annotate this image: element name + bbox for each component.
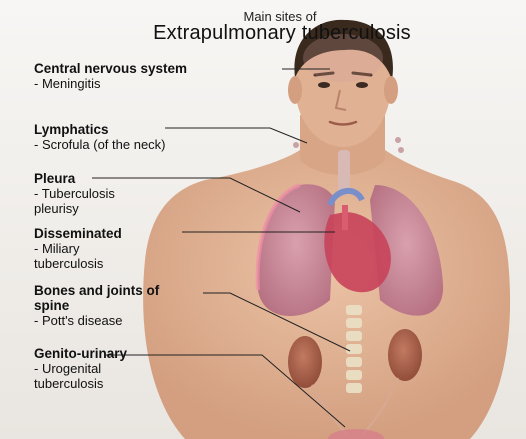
site-name: Genito-urinary — [34, 346, 154, 361]
spine — [346, 305, 362, 393]
site-name: Pleura — [34, 171, 154, 186]
site-name: Lymphatics — [34, 122, 166, 137]
site-desc: - Tuberculosis pleurisy — [34, 186, 154, 216]
site-desc: - Miliary tuberculosis — [34, 241, 144, 271]
diagram-title: Extrapulmonary tuberculosis — [92, 22, 472, 45]
label-central-nervous-system: Central nervous system - Meningitis — [34, 61, 187, 91]
left-kidney — [288, 336, 322, 388]
label-lymphatics: Lymphatics - Scrofula (of the neck) — [34, 122, 166, 152]
site-desc: - Pott's disease — [34, 313, 194, 328]
site-desc: - Scrofula (of the neck) — [34, 137, 166, 152]
label-genito-urinary: Genito-urinary - Urogenital tuberculosis — [34, 346, 154, 391]
label-disseminated: Disseminated - Miliary tuberculosis — [34, 226, 144, 271]
site-name: Disseminated — [34, 226, 144, 241]
site-name: Central nervous system — [34, 61, 187, 76]
right-kidney — [388, 329, 422, 381]
site-desc: - Urogenital tuberculosis — [34, 361, 154, 391]
site-name: Bones and joints of spine — [34, 283, 194, 313]
label-pleura: Pleura - Tuberculosis pleurisy — [34, 171, 154, 216]
label-bones-spine: Bones and joints of spine - Pott's disea… — [34, 283, 194, 328]
site-desc: - Meningitis — [34, 76, 187, 91]
